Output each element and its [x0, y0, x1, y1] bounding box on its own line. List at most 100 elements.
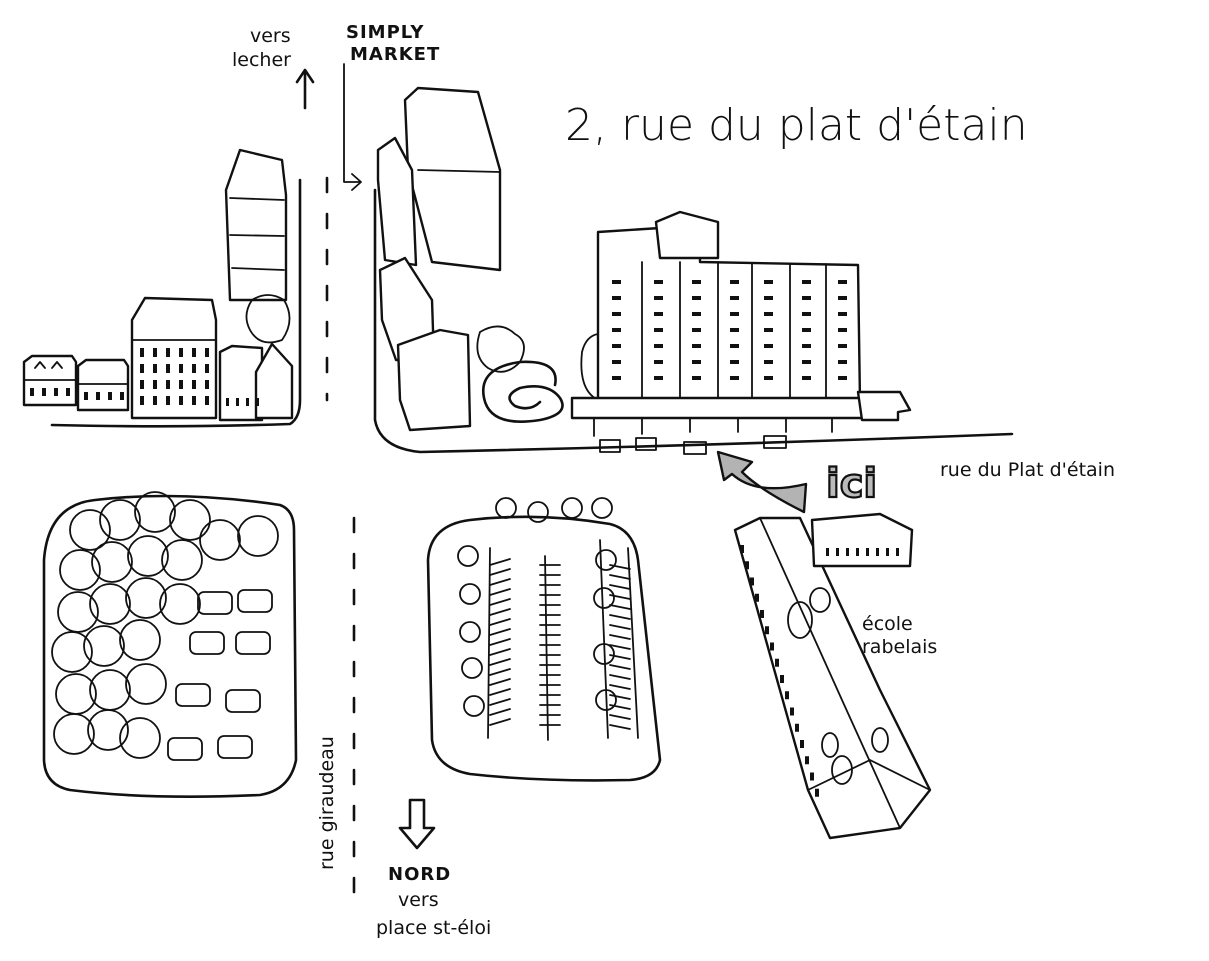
parking-stall: [609, 704, 631, 710]
window: [654, 296, 663, 300]
window: [54, 388, 58, 396]
window: [800, 740, 804, 748]
window: [205, 348, 209, 357]
parking-stall: [609, 604, 631, 610]
window: [790, 707, 794, 716]
window: [236, 398, 239, 406]
window: [692, 280, 701, 284]
parking-lot: [426, 497, 662, 782]
tree: [91, 541, 133, 583]
window: [42, 388, 46, 396]
window: [764, 360, 773, 364]
tree: [593, 643, 615, 665]
window: [96, 392, 100, 400]
parking-stall: [489, 688, 511, 696]
street-lines: [50, 176, 1014, 902]
window: [256, 398, 259, 406]
window: [140, 364, 144, 373]
window: [192, 364, 196, 373]
parking-stall: [489, 668, 511, 676]
tree: [69, 509, 111, 551]
car: [237, 589, 273, 613]
tree: [527, 501, 549, 523]
tree: [459, 621, 481, 643]
window: [179, 396, 183, 405]
window: [108, 392, 112, 400]
window: [692, 376, 701, 380]
tree: [53, 713, 95, 755]
car: [235, 631, 271, 655]
compass-label: NORD: [388, 864, 451, 885]
window: [740, 545, 744, 553]
tree: [237, 515, 279, 557]
tree: [59, 549, 101, 591]
tree: [51, 631, 93, 673]
window: [692, 296, 701, 300]
window: [838, 360, 847, 364]
tree: [159, 583, 201, 625]
window: [846, 548, 849, 556]
parking-stall: [609, 634, 631, 640]
window: [838, 376, 847, 380]
tree: [89, 583, 131, 625]
simply-market-buildings: [376, 86, 525, 432]
map-title: 2, rue du plat d'étain: [565, 100, 1028, 151]
grey-curved-arrow-icon: [716, 450, 808, 514]
window: [612, 344, 621, 348]
car: [217, 735, 253, 759]
tree: [83, 625, 125, 667]
window: [692, 312, 701, 316]
tree: [119, 619, 161, 661]
tree: [99, 499, 141, 541]
window: [896, 548, 899, 556]
window: [730, 280, 739, 284]
window: [179, 364, 183, 373]
market-pointer-arrow-icon: [343, 63, 362, 191]
tree: [134, 491, 176, 533]
window: [153, 396, 157, 405]
tree: [127, 535, 169, 577]
window: [866, 548, 869, 556]
parking-stall: [489, 628, 511, 636]
window: [692, 360, 701, 364]
parking-stall: [609, 724, 631, 730]
window: [654, 344, 663, 348]
window: [612, 312, 621, 316]
window: [802, 296, 811, 300]
window: [730, 376, 739, 380]
window: [802, 360, 811, 364]
tree: [125, 577, 167, 619]
window: [876, 548, 879, 556]
window: [192, 380, 196, 389]
window: [612, 296, 621, 300]
car: [197, 591, 233, 615]
window: [205, 380, 209, 389]
parking-stall: [609, 614, 631, 620]
parking-stall: [489, 598, 511, 606]
window: [179, 348, 183, 357]
tree: [463, 695, 485, 717]
tree: [87, 709, 129, 751]
window: [802, 280, 811, 284]
top-direction-line2: lecher: [232, 49, 291, 71]
window: [612, 280, 621, 284]
window: [764, 376, 773, 380]
tree: [169, 499, 211, 541]
window: [730, 360, 739, 364]
window: [692, 344, 701, 348]
window: [612, 328, 621, 332]
window: [750, 577, 754, 586]
you-are-here-label: ici: [826, 461, 877, 507]
window: [140, 380, 144, 389]
parking-stall: [609, 584, 631, 590]
window: [826, 548, 829, 556]
window: [764, 312, 773, 316]
car: [189, 631, 225, 655]
window: [838, 328, 847, 332]
window: [836, 548, 839, 556]
school-label-line1: école: [862, 613, 913, 635]
window: [179, 380, 183, 389]
window: [205, 396, 209, 405]
parking-stall: [609, 694, 631, 700]
parking-stall: [609, 594, 631, 600]
